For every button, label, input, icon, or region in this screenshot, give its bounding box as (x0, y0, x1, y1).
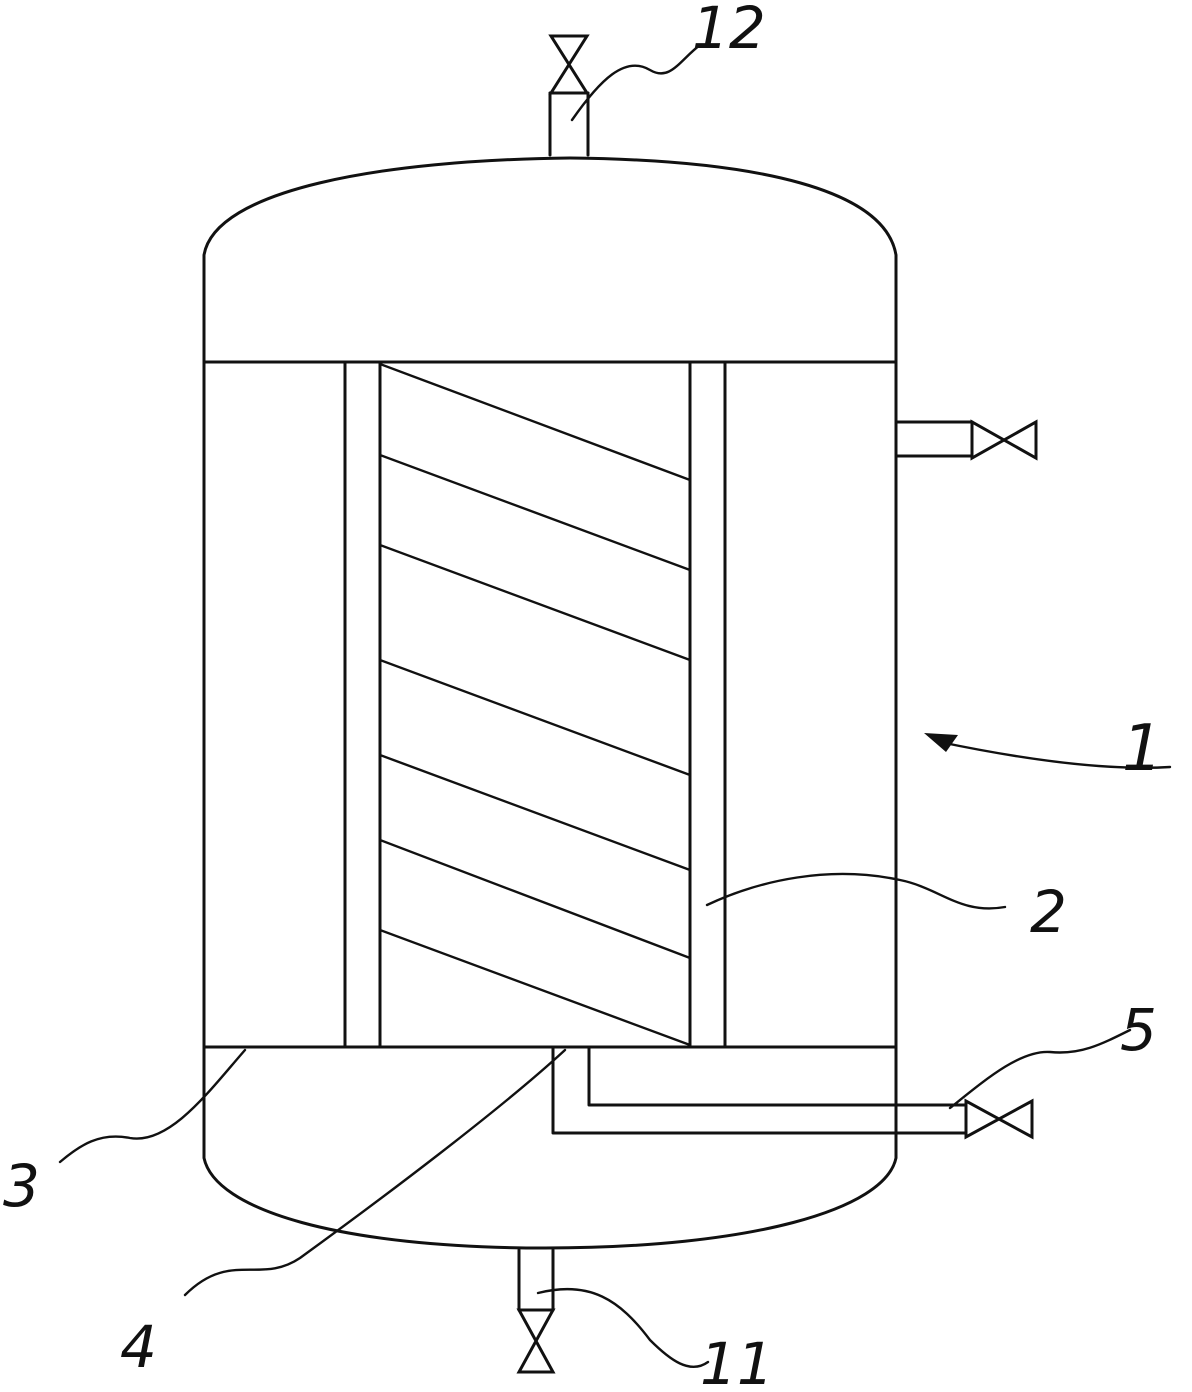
label-4: 4 (120, 1313, 157, 1381)
baffle (378, 658, 692, 777)
leader-11 (536, 1287, 710, 1368)
label-2: 2 (1030, 878, 1067, 946)
baffle (378, 928, 692, 1047)
side-upper-valve-icon[interactable] (970, 419, 1038, 461)
leader-3 (58, 1048, 247, 1164)
label-3: 3 (3, 1152, 40, 1220)
leader-2 (705, 872, 1007, 910)
bottom-valve-icon[interactable] (516, 1308, 556, 1374)
label-1: 1 (1122, 712, 1163, 786)
baffle (378, 362, 692, 482)
label-11: 11 (700, 1330, 774, 1392)
baffle (378, 838, 692, 960)
leader-5 (948, 1028, 1132, 1110)
top-port (548, 34, 590, 157)
side-lower-valve-icon[interactable] (964, 1098, 1034, 1140)
arrowhead-1 (924, 733, 958, 752)
vessel-shell (202, 156, 898, 1250)
label-12: 12 (692, 0, 766, 62)
leader-1 (938, 740, 1172, 769)
leader-12 (570, 43, 702, 122)
top-valve-icon[interactable] (548, 34, 590, 95)
inclined-baffles (378, 362, 692, 1047)
side-upper-port (894, 419, 1038, 461)
bottom-port (516, 1248, 556, 1374)
baffle (378, 453, 692, 572)
baffle (378, 753, 692, 872)
leader-4 (183, 1048, 567, 1297)
baffle (378, 543, 692, 662)
outlet-pipe (551, 1045, 1034, 1140)
label-5: 5 (1120, 996, 1157, 1064)
